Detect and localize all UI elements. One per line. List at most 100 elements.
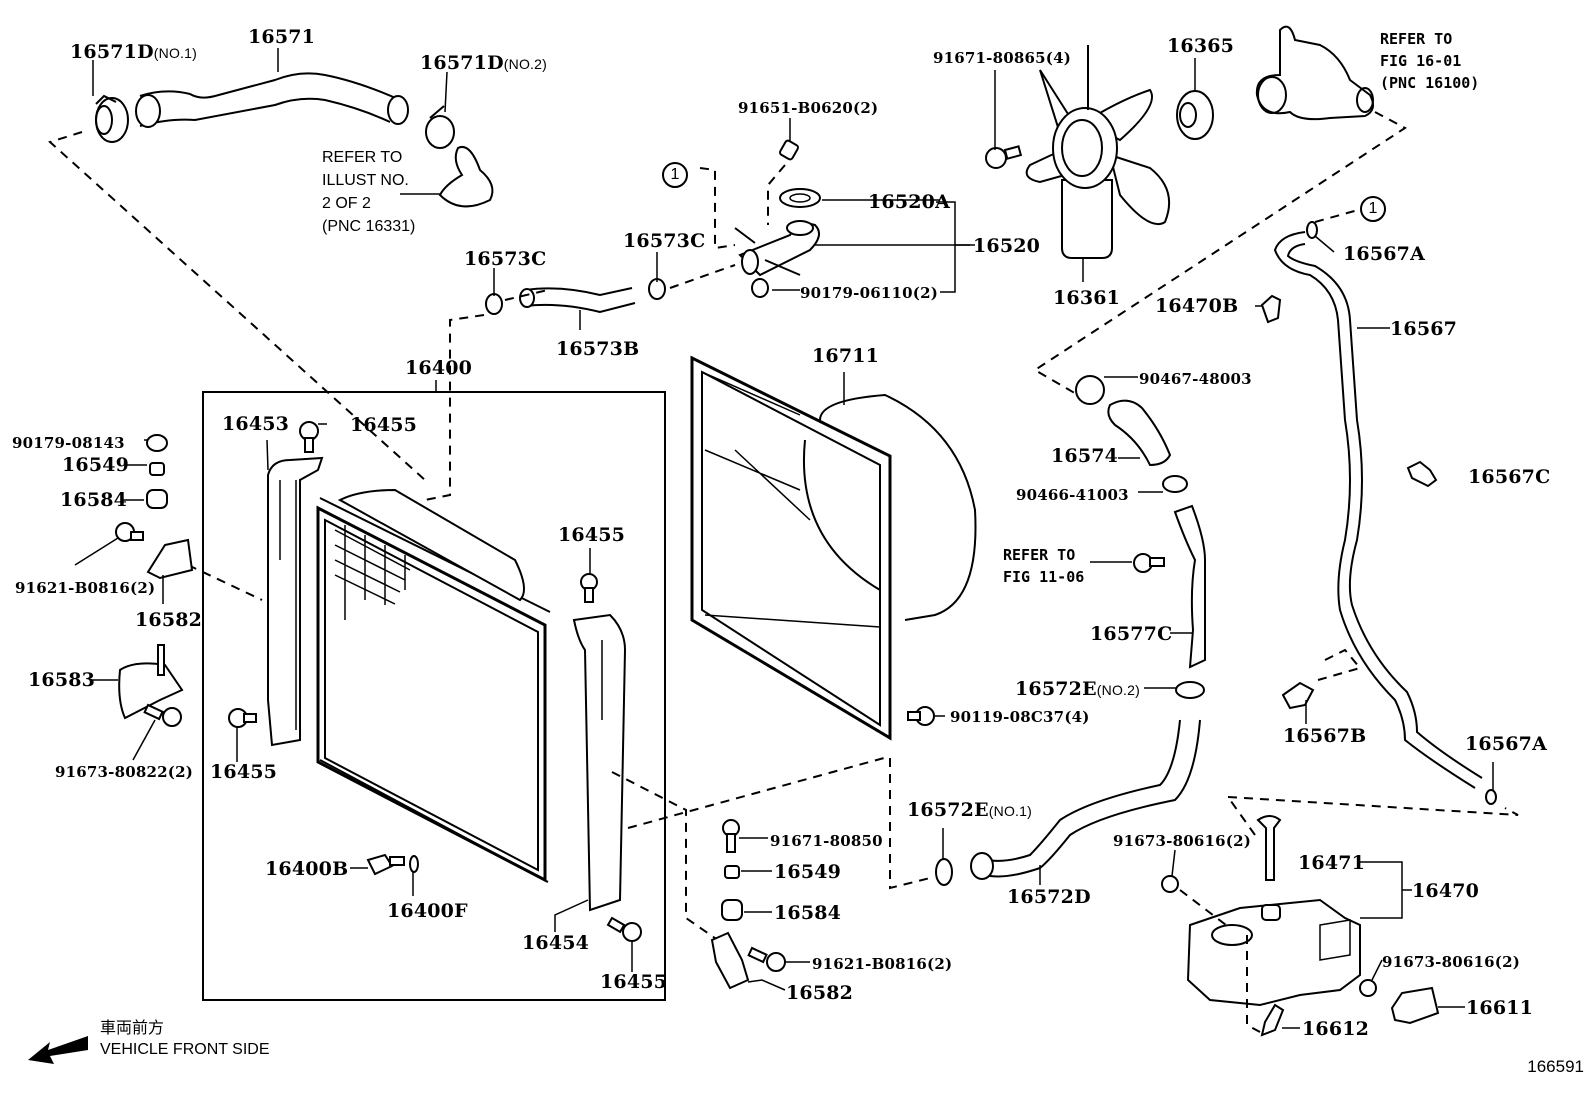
bolt-90119[interactable] [907, 706, 935, 726]
label-16573B[interactable]: 16573B [556, 338, 640, 360]
label-16571D-no2[interactable]: 16571D(NO.2) [420, 52, 547, 74]
bolt-90179-06110[interactable] [751, 278, 769, 298]
label-16365[interactable]: 16365 [1167, 35, 1235, 57]
label-16567B[interactable]: 16567B [1283, 725, 1367, 747]
hose-16571[interactable] [135, 72, 409, 128]
radiator-core-16400[interactable] [316, 488, 551, 883]
label-16549-left[interactable]: 16549 [62, 454, 130, 476]
label-16455-right-bottom[interactable]: 16455 [600, 971, 668, 993]
label-90179-08143[interactable]: 90179-08143 [12, 434, 125, 452]
hose-16574[interactable] [1107, 399, 1172, 467]
label-16567A-top[interactable]: 16567A [1343, 243, 1426, 265]
label-16520A[interactable]: 16520A [868, 191, 951, 213]
label-16573C-left[interactable]: 16573C [464, 248, 547, 270]
water-inlet-16520[interactable] [734, 220, 820, 277]
cushion-16584-right[interactable] [721, 899, 743, 921]
label-16453[interactable]: 16453 [222, 413, 290, 435]
label-16584-left[interactable]: 16584 [60, 489, 128, 511]
clip-16470B[interactable] [1260, 294, 1282, 324]
clamp-16572E-no1[interactable] [935, 858, 953, 886]
bolt-91673-80616-left[interactable] [1161, 875, 1179, 893]
hose-16567[interactable] [1273, 231, 1483, 789]
label-16455-left[interactable]: 16455 [210, 761, 278, 783]
collar-16549-right[interactable] [724, 865, 740, 879]
label-16470B[interactable]: 16470B [1155, 295, 1239, 317]
label-16400F[interactable]: 16400F [387, 900, 468, 922]
label-16471[interactable]: 16471 [1298, 852, 1366, 874]
label-16572E-no2[interactable]: 16572E(NO.2) [1015, 678, 1140, 700]
bolt-91671-80850[interactable] [722, 819, 740, 853]
label-16400B[interactable]: 16400B [265, 858, 349, 880]
o-ring-16400F[interactable] [409, 855, 419, 873]
bracket-16582-left[interactable] [146, 538, 194, 580]
label-91651-B0620[interactable]: 91651-B0620(2) [738, 99, 879, 117]
label-16572E-no1[interactable]: 16572E(NO.1) [907, 799, 1032, 821]
bracket-16582-right[interactable] [710, 931, 750, 990]
clamp-16572E-no2[interactable] [1175, 681, 1205, 699]
label-90179-06110[interactable]: 90179-06110(2) [800, 284, 939, 302]
gasket-16520A[interactable] [779, 188, 821, 208]
hose-16573B[interactable] [519, 287, 636, 314]
label-16549-right[interactable]: 16549 [774, 861, 842, 883]
label-16577C[interactable]: 16577C [1090, 623, 1173, 645]
label-16574[interactable]: 16574 [1051, 445, 1119, 467]
bolt-16455-top[interactable] [299, 421, 319, 453]
bolt-91673-80822[interactable] [143, 703, 182, 727]
clamp-16571D-no1[interactable] [95, 94, 129, 143]
bracket-16612[interactable] [1260, 1003, 1285, 1037]
label-91671-80850[interactable]: 91671-80850 [770, 832, 883, 850]
clamp-16571D-no2[interactable] [425, 105, 455, 149]
pulley-16365[interactable] [1176, 90, 1214, 140]
reserve-tank-16470[interactable] [1186, 898, 1361, 1007]
label-16582-left[interactable]: 16582 [135, 609, 203, 631]
water-outlet-ref[interactable] [400, 146, 494, 208]
bolt-91621-left[interactable] [115, 522, 144, 542]
collar-16549-left[interactable] [149, 462, 165, 476]
water-pump-ref[interactable] [1255, 25, 1375, 121]
label-16582-right[interactable]: 16582 [786, 982, 854, 1004]
bolt-91673-80616-right[interactable] [1359, 979, 1377, 997]
label-90467-48003[interactable]: 90467-48003 [1139, 370, 1252, 388]
label-90466-41003[interactable]: 90466-41003 [1016, 486, 1129, 504]
fan-shroud-16711[interactable] [690, 355, 977, 741]
label-16567C[interactable]: 16567C [1468, 466, 1551, 488]
label-16455-top[interactable]: 16455 [350, 414, 418, 436]
label-91671-80865[interactable]: 91671-80865(4) [933, 49, 1072, 67]
bolt-16455-left[interactable] [228, 708, 257, 728]
bracket-16454[interactable] [572, 613, 627, 912]
cap-16471[interactable] [1256, 815, 1282, 881]
label-16361[interactable]: 16361 [1053, 287, 1121, 309]
label-16573C-right[interactable]: 16573C [623, 230, 706, 252]
cushion-16584-left[interactable] [146, 489, 168, 509]
bolt-fig-11-06[interactable] [1133, 553, 1165, 573]
label-16572D[interactable]: 16572D [1007, 886, 1091, 908]
bracket-16453[interactable] [267, 456, 324, 747]
clamp-16573C-left[interactable] [485, 293, 503, 315]
bracket-16611[interactable] [1390, 986, 1440, 1025]
label-16454[interactable]: 16454 [522, 932, 590, 954]
label-16567A-bottom[interactable]: 16567A [1465, 733, 1548, 755]
hose-16572D[interactable] [970, 719, 1201, 880]
label-91673-80616-right[interactable]: 91673-80616(2) [1382, 953, 1521, 971]
label-16455-right-top[interactable]: 16455 [558, 524, 626, 546]
fan-16361[interactable] [1025, 45, 1171, 259]
clamp-90466[interactable] [1162, 475, 1188, 493]
bolt-91651[interactable] [779, 139, 799, 161]
pipe-16577C[interactable] [1173, 504, 1206, 669]
label-91673-80822[interactable]: 91673-80822(2) [55, 763, 194, 781]
label-16584-right[interactable]: 16584 [774, 902, 842, 924]
label-16571[interactable]: 16571 [248, 26, 316, 48]
support-16583[interactable] [118, 644, 184, 720]
clip-16567A-top[interactable] [1306, 221, 1318, 239]
label-16520[interactable]: 16520 [973, 235, 1041, 257]
bolt-16455-right-bottom[interactable] [606, 916, 642, 942]
label-90119-08C37[interactable]: 90119-08C37(4) [950, 708, 1090, 726]
drain-cock-16400B[interactable] [366, 853, 405, 876]
nut-90179-08143[interactable] [146, 434, 168, 452]
clip-16567B[interactable] [1281, 681, 1315, 710]
label-16470[interactable]: 16470 [1412, 880, 1480, 902]
bolt-91621-right[interactable] [747, 946, 786, 972]
label-91621-B0816-right[interactable]: 91621-B0816(2) [812, 955, 953, 973]
label-16571D-no1[interactable]: 16571D(NO.1) [70, 41, 197, 63]
bolt-16455-right-top[interactable] [580, 573, 598, 603]
